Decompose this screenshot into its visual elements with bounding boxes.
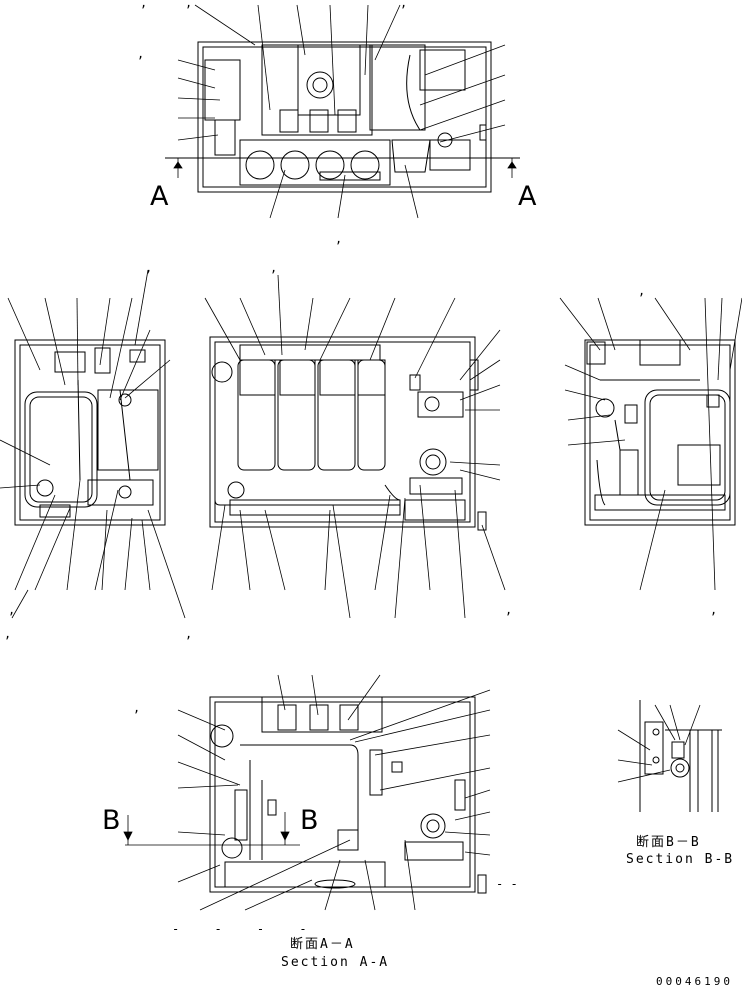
stray-mark: , bbox=[638, 284, 646, 298]
section-bb-caption-en: Section B-B bbox=[626, 852, 735, 867]
top-view bbox=[165, 41, 520, 193]
section-bb-leaders bbox=[617, 704, 701, 783]
left-side-view bbox=[14, 339, 166, 526]
stray-mark: , bbox=[270, 261, 278, 275]
stray-mark: , bbox=[8, 603, 16, 617]
top-view-leaders bbox=[173, 4, 517, 219]
section-a-left-marker: A bbox=[150, 181, 169, 212]
stray-mark: , bbox=[185, 627, 193, 641]
stray-mark: , bbox=[4, 627, 12, 641]
stray-mark: , bbox=[710, 603, 718, 617]
front-view bbox=[209, 336, 487, 531]
stray-mark: , bbox=[505, 603, 513, 617]
right-side-view bbox=[584, 339, 736, 526]
right-side-view-leaders bbox=[559, 297, 742, 591]
stray-mark: , bbox=[400, 0, 408, 10]
section-bb-view bbox=[639, 700, 722, 812]
stray-mark: , bbox=[140, 0, 148, 10]
section-aa-caption-en: Section A-A bbox=[281, 955, 390, 970]
drawing-code: 00046190 bbox=[656, 975, 733, 988]
section-b-left-marker: B bbox=[102, 805, 121, 836]
section-aa-view bbox=[209, 696, 487, 894]
stray-mark: , bbox=[137, 47, 145, 61]
section-bb-caption-jp: 断面B－B bbox=[636, 835, 701, 850]
stray-mark: , bbox=[145, 261, 153, 275]
stray-mark: - - - - bbox=[172, 922, 321, 936]
stray-mark: , bbox=[335, 232, 343, 246]
section-a-right-marker: A bbox=[518, 181, 537, 212]
section-b-right-marker: B bbox=[300, 805, 319, 836]
section-aa-leaders bbox=[123, 674, 491, 911]
left-side-view-leaders bbox=[0, 269, 186, 619]
stray-mark: - - bbox=[496, 877, 518, 891]
stray-mark: , bbox=[185, 0, 193, 10]
front-view-leaders bbox=[204, 274, 506, 619]
section-aa-caption-jp: 断面A－A bbox=[290, 937, 355, 952]
stray-mark: , bbox=[133, 701, 141, 715]
